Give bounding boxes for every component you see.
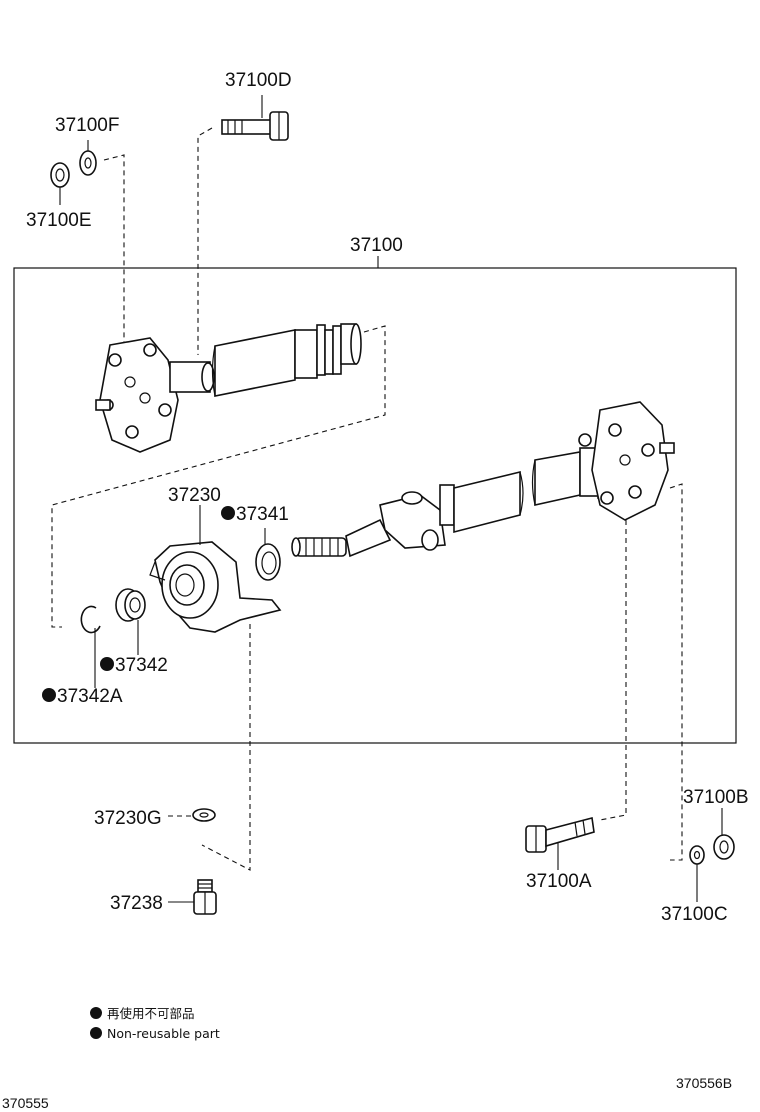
label-37100D: 37100D [225,70,292,91]
label-37100A: 37100A [526,871,592,892]
illustration-code-right: 370556B [676,1075,732,1091]
washer-37230G[interactable] [192,808,216,822]
bolt-37100A[interactable] [525,816,595,853]
bolt-37100D[interactable] [221,111,289,141]
nut-37342[interactable] [115,588,146,622]
label-37100E: 37100E [26,210,92,231]
dash-center-bearing [201,624,251,871]
rear-shaft-assembly[interactable] [291,443,609,558]
label-37100C: 37100C [661,904,728,925]
label-37342A: 37342A [57,686,123,707]
snap-ring-37342A[interactable] [80,605,101,634]
illustration-code-left: 370555 [2,1095,49,1111]
non-reusable-mark-37341 [221,506,235,520]
legend-dot-jp [90,1007,102,1019]
assembly-frame [13,267,737,744]
label-37230: 37230 [168,485,221,506]
label-37341: 37341 [236,504,289,525]
dash-37100F [103,154,125,372]
dash-rear-nut [669,483,683,861]
non-reusable-mark-37342A [42,688,56,702]
dash-37100D [197,127,213,355]
nut-37100E[interactable] [50,162,70,188]
front-flex-coupling[interactable] [95,337,179,453]
label-37100F: 37100F [55,115,119,136]
dash-rear-bolt [599,520,627,821]
center-bearing-37230[interactable] [149,541,282,633]
label-37100: 37100 [350,235,403,256]
nut-37100B[interactable] [713,834,735,860]
legend-en: Non-reusable part [107,1026,220,1041]
bolt-37238[interactable] [193,879,217,915]
washer-37100C[interactable] [689,845,705,865]
rear-flex-coupling[interactable] [578,401,675,521]
legend-dot-en [90,1027,102,1039]
label-37230G: 37230G [94,808,162,829]
dust-seal-37341[interactable] [255,543,281,581]
front-shaft-section[interactable] [169,323,362,397]
washer-37100F[interactable] [79,150,97,176]
label-37342: 37342 [115,655,168,676]
dash-front-shaft [51,325,386,628]
label-37238: 37238 [110,893,163,914]
legend-jp: 再使用不可部品 [107,1006,195,1021]
label-37100B: 37100B [683,787,749,808]
non-reusable-mark-37342 [100,657,114,671]
